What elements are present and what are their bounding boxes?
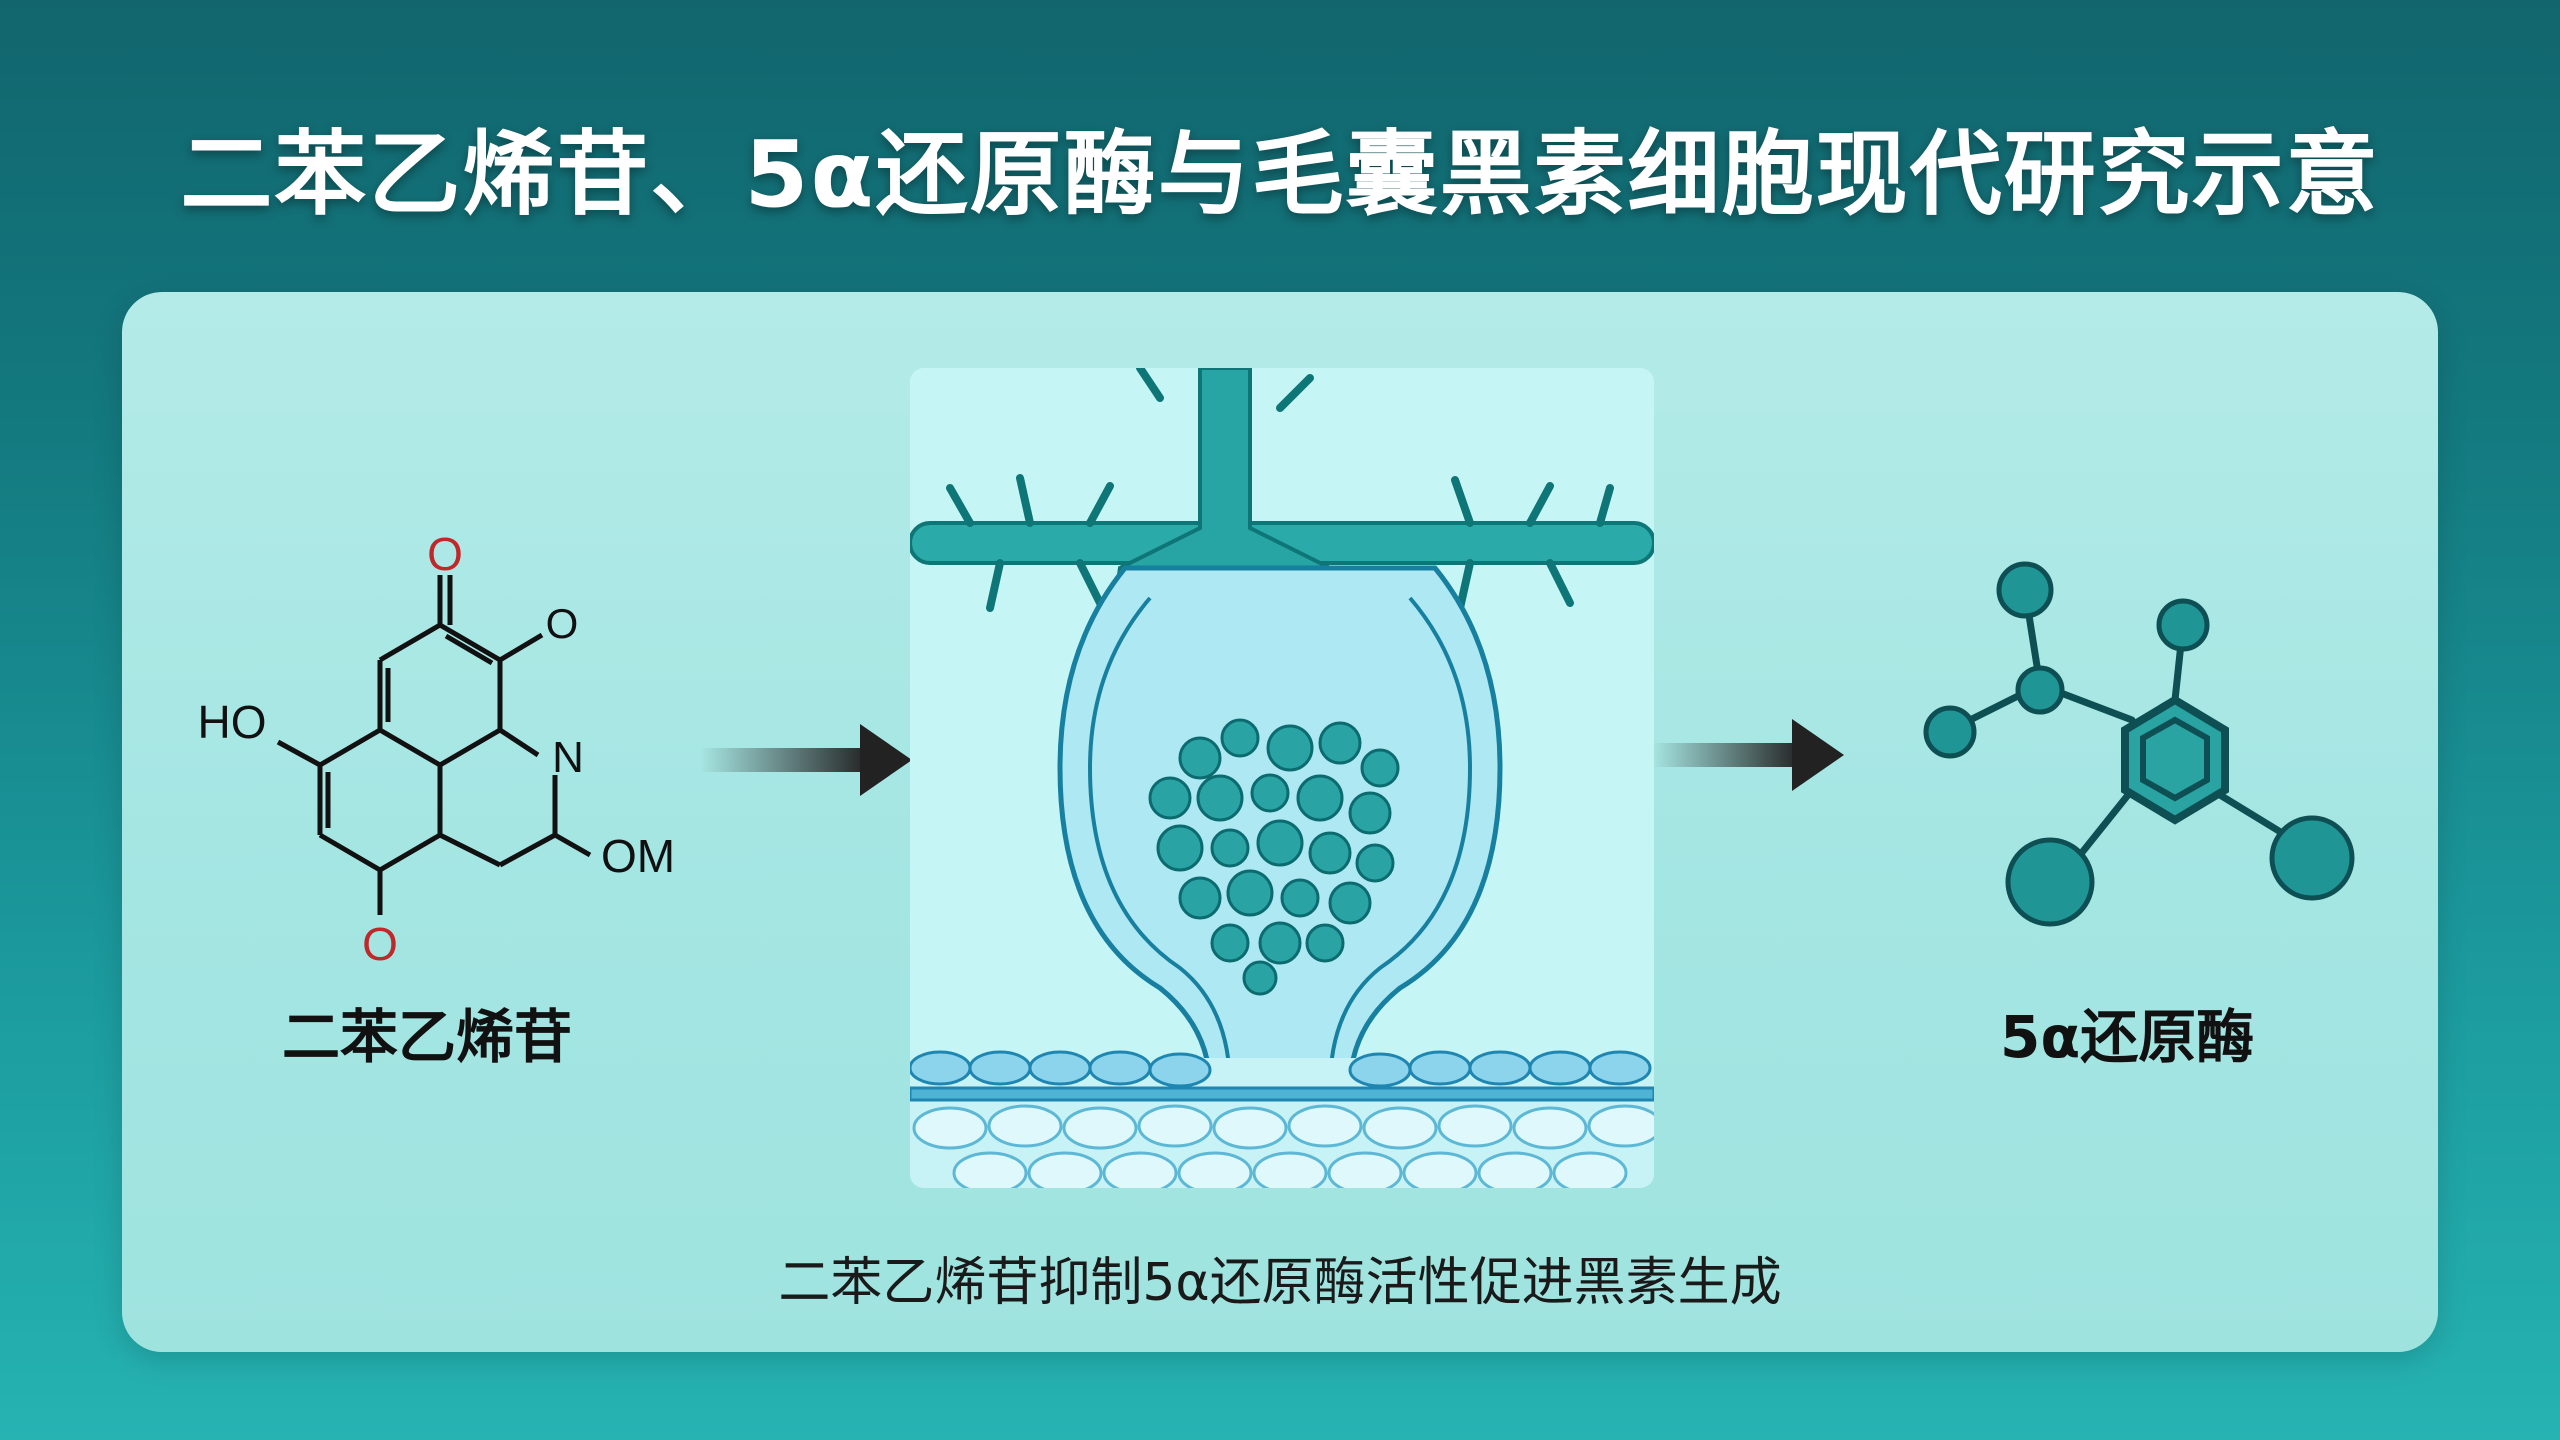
skin-layers: [910, 1050, 1654, 1188]
arrow-left-to-center: [700, 724, 912, 796]
right-label: 5α还原酶: [2000, 1003, 2255, 1071]
hair-follicle-illustration: [910, 368, 1654, 1188]
atom-o-right: O: [546, 600, 579, 647]
atom-n: N: [552, 733, 584, 782]
diagram-caption: 二苯乙烯苷抑制5α还原酶活性促进黑素生成: [778, 1253, 1782, 1313]
left-label: 二苯乙烯苷: [282, 1003, 573, 1071]
5a-reductase-molecule: [1923, 561, 2355, 927]
atom-o-top: O: [427, 528, 463, 580]
arrow-center-to-right: [1652, 719, 1844, 791]
atom-om: OM: [601, 830, 675, 882]
stilbene-glycoside-structure: O O HO N OM O: [198, 528, 676, 970]
page-title: 二苯乙烯苷、5α还原酶与毛囊黑素细胞现代研究示意: [180, 121, 2380, 228]
atom-ho: HO: [198, 696, 267, 748]
melanin-granules: [1148, 718, 1400, 996]
atom-o-bottom: O: [362, 918, 398, 970]
